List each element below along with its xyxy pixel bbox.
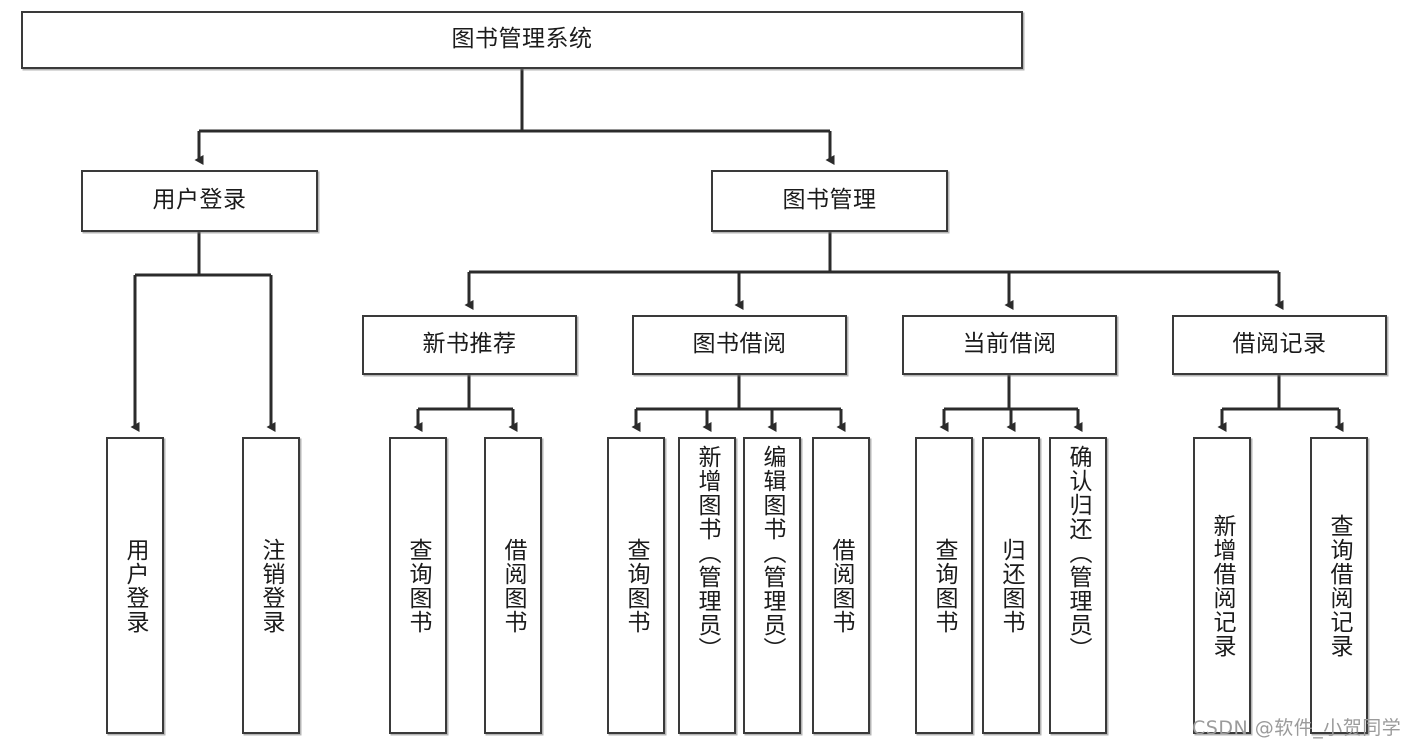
node-current-borrow[interactable]: 当前借阅 xyxy=(902,315,1117,375)
node-current-borrow-label: 当前借阅 xyxy=(962,331,1057,358)
node-leaf-add-book[interactable]: 新增图书（管理员） xyxy=(678,437,736,734)
node-leaf-borrow-book-2[interactable]: 借阅图书 xyxy=(812,437,870,734)
node-leaf-query-book-3[interactable]: 查询图书 xyxy=(915,437,973,734)
node-leaf-logout[interactable]: 注销登录 xyxy=(242,437,300,734)
node-leaf-edit-book-label: 编辑图书（管理员） xyxy=(759,445,786,661)
node-book-borrow-label: 图书借阅 xyxy=(692,331,787,358)
node-leaf-query-book-2[interactable]: 查询图书 xyxy=(607,437,665,734)
node-leaf-query-record[interactable]: 查询借阅记录 xyxy=(1310,437,1368,734)
node-leaf-query-book-3-label: 查询图书 xyxy=(931,537,958,634)
csdn-watermark: CSDN @软件_小贺同学 xyxy=(1192,717,1402,739)
node-leaf-return-book-label: 归还图书 xyxy=(998,537,1025,634)
node-leaf-borrow-book-2-label: 借阅图书 xyxy=(828,537,855,634)
node-borrow-record-label: 借阅记录 xyxy=(1232,331,1327,358)
node-leaf-add-record-label: 新增借阅记录 xyxy=(1209,513,1236,658)
node-leaf-logout-label: 注销登录 xyxy=(258,537,285,634)
node-leaf-add-book-label: 新增图书（管理员） xyxy=(694,445,721,661)
node-book-borrow[interactable]: 图书借阅 xyxy=(632,315,847,375)
node-leaf-query-book-1-label: 查询图书 xyxy=(405,537,432,634)
node-leaf-user-login[interactable]: 用户登录 xyxy=(106,437,164,734)
node-borrow-record[interactable]: 借阅记录 xyxy=(1172,315,1387,375)
node-user-login[interactable]: 用户登录 xyxy=(81,170,318,232)
node-leaf-edit-book[interactable]: 编辑图书（管理员） xyxy=(743,437,801,734)
node-leaf-add-record[interactable]: 新增借阅记录 xyxy=(1193,437,1251,734)
node-leaf-query-record-label: 查询借阅记录 xyxy=(1326,513,1353,658)
node-book-management-label: 图书管理 xyxy=(782,187,877,214)
node-leaf-query-book-1[interactable]: 查询图书 xyxy=(389,437,447,734)
node-book-management[interactable]: 图书管理 xyxy=(711,170,948,232)
node-leaf-user-login-label: 用户登录 xyxy=(122,537,149,634)
node-leaf-confirm-return-label: 确认归还（管理员） xyxy=(1065,445,1092,661)
node-user-login-label: 用户登录 xyxy=(152,187,247,214)
node-root-label: 图书管理系统 xyxy=(451,26,593,53)
node-leaf-borrow-book-1-label: 借阅图书 xyxy=(500,537,527,634)
node-new-book-recommend-label: 新书推荐 xyxy=(422,331,517,358)
node-new-book-recommend[interactable]: 新书推荐 xyxy=(362,315,577,375)
node-root[interactable]: 图书管理系统 xyxy=(21,11,1023,69)
node-leaf-confirm-return[interactable]: 确认归还（管理员） xyxy=(1049,437,1107,734)
node-leaf-return-book[interactable]: 归还图书 xyxy=(982,437,1040,734)
node-leaf-borrow-book-1[interactable]: 借阅图书 xyxy=(484,437,542,734)
node-leaf-query-book-2-label: 查询图书 xyxy=(623,537,650,634)
